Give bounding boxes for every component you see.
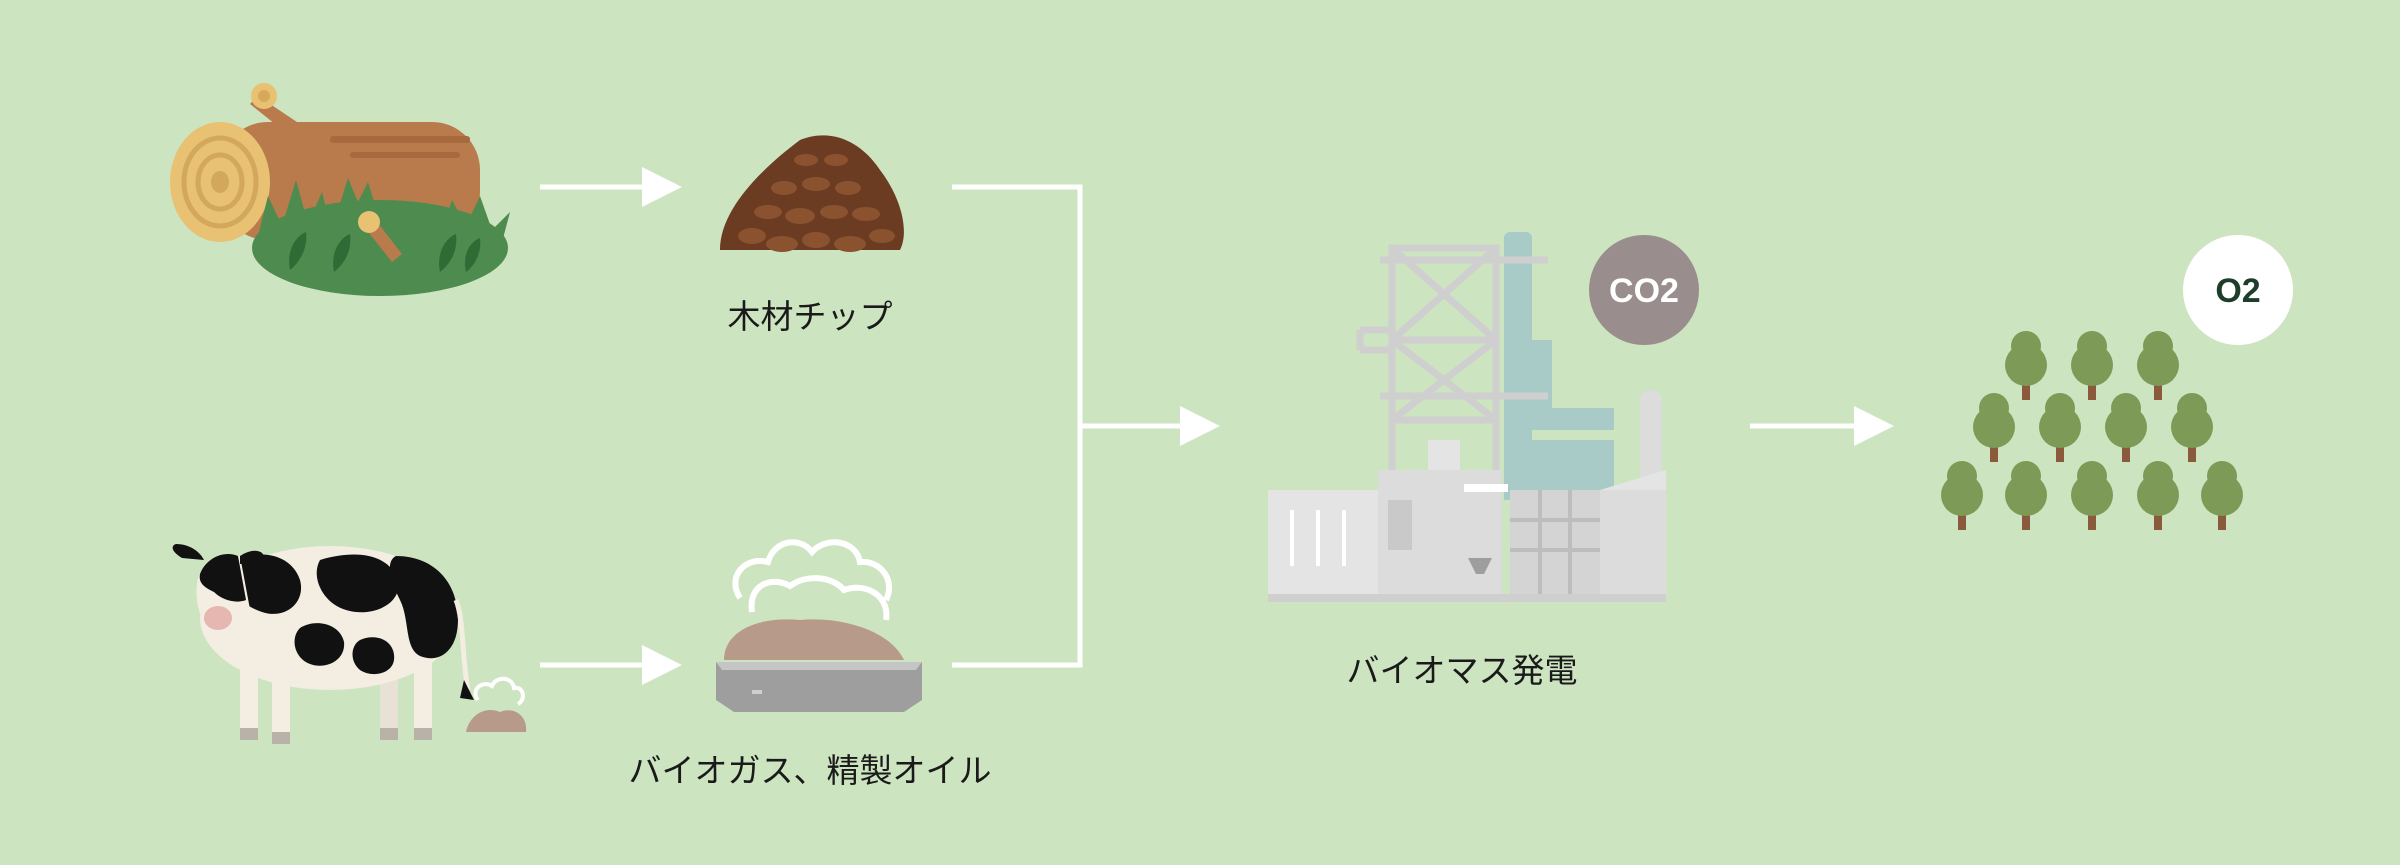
log-icon	[170, 83, 510, 296]
biomass-power-plant-icon	[1268, 232, 1666, 602]
forest-icon	[1941, 331, 2243, 530]
co2-badge-text: CO2	[1609, 272, 1679, 310]
manure-icon	[466, 676, 527, 732]
tree-icon	[2039, 393, 2081, 462]
tree-icon	[2137, 331, 2179, 400]
connector-merge	[952, 184, 1083, 668]
tree-icon	[2005, 461, 2047, 530]
tree-icon	[2201, 461, 2243, 530]
power-plant-label: バイオマス発電	[1346, 651, 1578, 690]
tree-icon	[2105, 393, 2147, 462]
tree-icon	[2005, 331, 2047, 400]
o2-badge: O2	[2183, 235, 2293, 345]
tree-icon	[1941, 461, 1983, 530]
tree-icon	[2071, 461, 2113, 530]
o2-badge-text: O2	[2215, 272, 2260, 310]
co2-badge: CO2	[1589, 235, 1699, 345]
wood-chip-label: 木材チップ	[727, 297, 893, 336]
biogas-label: バイオガス、精製オイル	[628, 751, 992, 790]
tree-icon	[2137, 461, 2179, 530]
tree-icon	[2071, 331, 2113, 400]
cow-icon	[172, 544, 474, 744]
tree-icon	[1973, 393, 2015, 462]
biogas-container-icon	[716, 539, 922, 712]
wood-chip-pile-icon	[720, 135, 904, 252]
tree-icon	[2171, 393, 2213, 462]
